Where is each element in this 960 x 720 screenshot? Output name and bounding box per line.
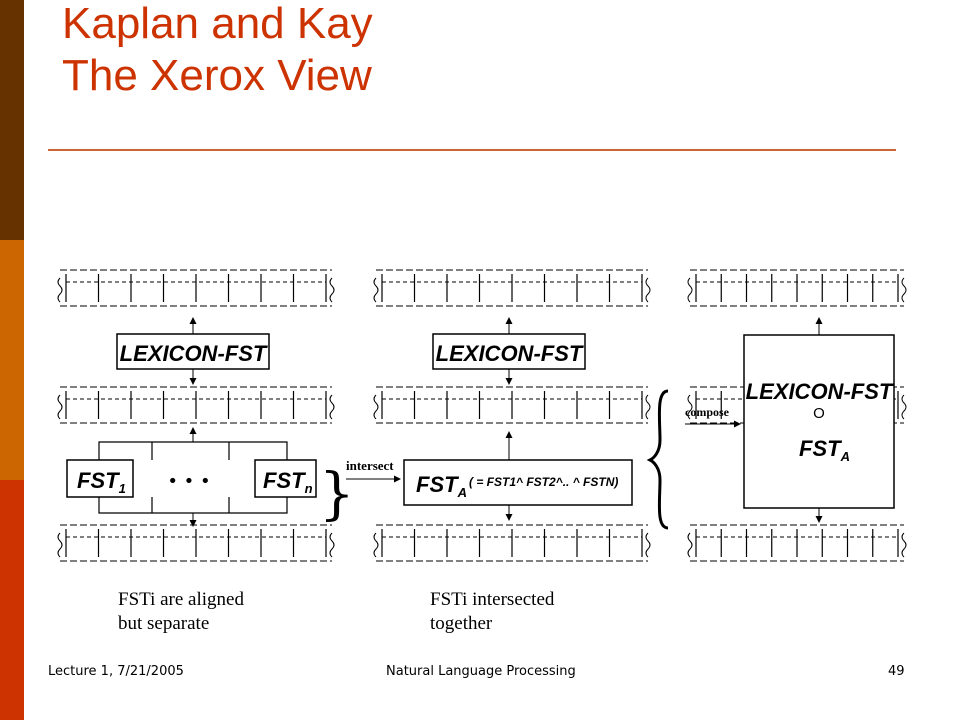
caption-separate: FSTi are aligned but separate bbox=[118, 588, 244, 636]
compose-arrow: compose bbox=[685, 405, 741, 428]
lexicon-fst-label: LEXICON-FST bbox=[746, 379, 894, 404]
tape bbox=[57, 524, 335, 562]
top-bracket bbox=[98, 441, 288, 460]
compose-label: compose bbox=[685, 405, 730, 419]
tape bbox=[687, 269, 907, 307]
fst-a-label: FSTA bbox=[416, 472, 467, 500]
fst-n-box bbox=[254, 459, 317, 498]
title-line-1: Kaplan and Kay bbox=[62, 0, 373, 48]
caption-line: FSTi intersected bbox=[430, 589, 555, 610]
lexicon-fst-box bbox=[432, 333, 586, 370]
fst-a-box bbox=[403, 459, 633, 506]
fst-1-label: FST1 bbox=[77, 468, 126, 496]
caption-line: together bbox=[430, 613, 493, 634]
lexicon-fst-label: LEXICON-FST bbox=[120, 341, 268, 366]
panel-composed: LEXICON-FST O FSTA bbox=[743, 334, 895, 509]
footer-lecture: Lecture 1, 7/21/2005 bbox=[48, 664, 184, 679]
footer-page-number: 49 bbox=[888, 664, 905, 679]
slide-title: Kaplan and Kay The Xerox View bbox=[62, 0, 373, 102]
intersection-formula: ( = FST1^ FST2^.. ^ FSTN) bbox=[469, 475, 618, 489]
intersect-label: intersect bbox=[346, 458, 394, 473]
intersect-arrow: intersect bbox=[346, 458, 401, 483]
tape bbox=[373, 386, 651, 424]
composed-fst-box bbox=[743, 334, 895, 509]
connector-arrows bbox=[189, 317, 823, 527]
bottom-bracket bbox=[98, 497, 288, 514]
title-line-2: The Xerox View bbox=[62, 51, 372, 100]
compose-operator: O bbox=[813, 405, 825, 422]
caption-intersected: FSTi intersected together bbox=[430, 588, 554, 636]
panel-separate: LEXICON-FST FST1 • • • FSTn } bbox=[66, 333, 355, 527]
panel-intersected: LEXICON-FST FSTA ( = FST1^ FST2^.. ^ FST… bbox=[403, 333, 669, 530]
caption-line: FSTi are aligned bbox=[118, 589, 244, 610]
sidebar-stripe-dark bbox=[0, 0, 24, 240]
tape bbox=[57, 269, 335, 307]
lexicon-fst-label: LEXICON-FST bbox=[436, 341, 584, 366]
ellipsis: • • • bbox=[167, 471, 210, 492]
tape bbox=[57, 386, 335, 424]
fst-a-label: FSTA bbox=[799, 436, 850, 464]
curly-brace: } bbox=[319, 462, 355, 527]
large-brace bbox=[646, 389, 669, 530]
fst-n-label: FSTn bbox=[263, 468, 313, 496]
tape bbox=[687, 524, 907, 562]
footer-course: Natural Language Processing bbox=[386, 664, 576, 679]
fst-1-box bbox=[66, 459, 134, 498]
lexicon-fst-box bbox=[116, 333, 270, 370]
sidebar-stripe-red bbox=[0, 480, 24, 720]
tape bbox=[373, 269, 651, 307]
tape bbox=[373, 524, 651, 562]
title-divider bbox=[48, 149, 896, 151]
caption-line: but separate bbox=[118, 613, 210, 634]
sidebar-stripe-orange bbox=[0, 240, 24, 480]
